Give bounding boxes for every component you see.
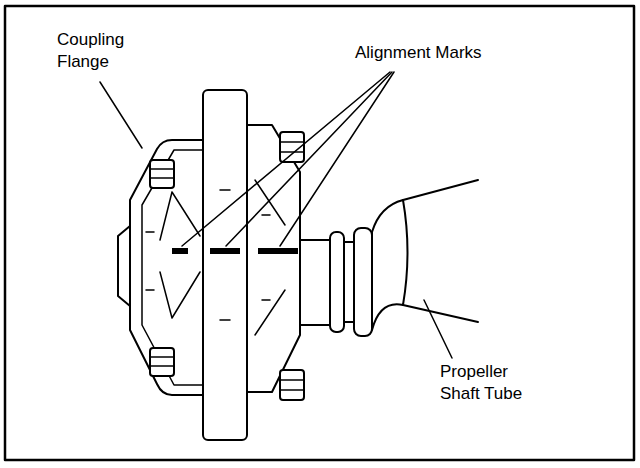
part-label: Propeller Shaft Tube [438,361,542,405]
alignment-mark [210,248,240,254]
flange-tick [146,232,154,290]
bolt-nut [150,348,174,376]
shaft-collar [354,228,372,336]
bolt-nut-edge [280,380,304,390]
yoke-detail [255,180,285,335]
coupling-flange [130,140,203,395]
alignment-mark [258,248,298,254]
part-label: Coupling Flange [55,29,151,73]
hub-nut [118,226,130,306]
shaft-groove [344,242,354,322]
leader-line [280,72,394,246]
frame [5,6,634,460]
flange-disc [203,90,247,440]
shaft-collar [330,232,344,332]
leader-line [182,72,390,246]
coupling-flange-web [160,192,200,318]
coupling-flange-inner [142,150,203,385]
bolt-nut [150,160,174,188]
yoke-flange [247,125,300,392]
part-label: Alignment Marks [353,42,484,64]
shaft-tube-line [403,180,478,200]
shaft-tube-line [403,305,478,322]
shaft-tube-end [372,200,408,330]
bolt-nut-edge [150,357,174,366]
leader-line [226,72,392,246]
shaft-hub [300,240,330,325]
flange-tick [262,215,270,300]
bolt-nut-edge [150,169,174,178]
bolt-nut [280,370,304,400]
leader-line [100,82,142,148]
leader-line [424,300,452,358]
alignment-mark [172,248,188,254]
